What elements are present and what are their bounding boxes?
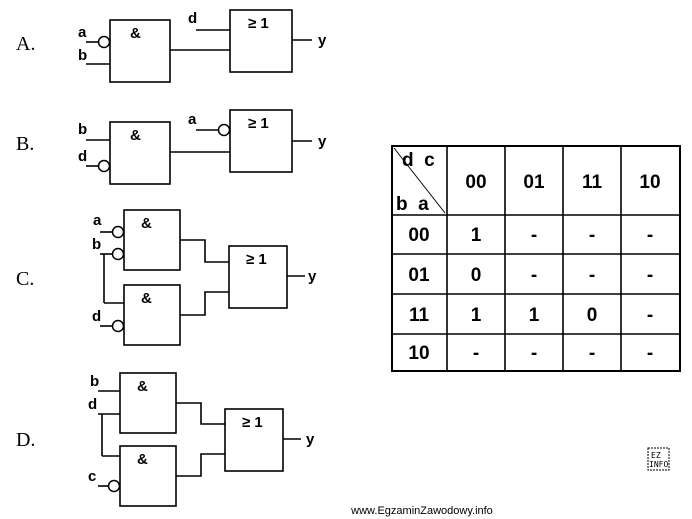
kmap-cell: -	[531, 343, 537, 364]
karnaugh-map: d c b a 00 01 11 10 00 01 11 10 1 - - - …	[391, 145, 681, 372]
option-b-input-a-negation	[217, 123, 231, 137]
option-a-or-symbol: ≥ 1	[248, 15, 269, 32]
kmap-cell: -	[647, 305, 653, 326]
option-c: C. & a b & d ≥ 1 y	[16, 209, 317, 346]
option-a-input-d-label: d	[188, 10, 197, 27]
option-a-output-label: y	[318, 32, 327, 49]
option-d-and-gate-top	[119, 372, 177, 434]
option-c-top-to-or-wire	[180, 239, 229, 263]
option-d-or-symbol: ≥ 1	[242, 414, 263, 431]
option-b-and-symbol: &	[130, 127, 141, 144]
logo-line2: INFO	[649, 460, 668, 469]
kmap-row-header: 11	[409, 305, 430, 326]
option-c-and-gate-bottom	[123, 284, 181, 346]
kmap-cell: -	[647, 343, 653, 364]
option-d-input-c-negation	[107, 479, 121, 493]
option-b-and-gate	[109, 121, 171, 185]
kmap-cell: -	[589, 343, 595, 364]
option-d-input-d-label: d	[88, 396, 97, 413]
option-c-input-a-label: a	[93, 212, 102, 229]
kmap-col-header: 00	[465, 172, 486, 193]
option-a-or-gate	[229, 9, 293, 73]
kmap-cell: -	[647, 225, 653, 246]
option-b-output-label: y	[318, 133, 327, 150]
kmap-col-header: 10	[639, 172, 660, 193]
option-b-input-d-negation	[97, 159, 111, 173]
kmap-cell: 0	[587, 305, 598, 326]
option-a-label: A.	[16, 33, 35, 55]
option-c-input-d-label: d	[92, 308, 101, 325]
option-c-or-gate	[228, 245, 288, 309]
watermark-url: www.EgzaminZawodowy.info	[350, 505, 493, 517]
option-d-and-bottom-symbol: &	[137, 451, 148, 468]
option-a-input-a-negation	[97, 35, 111, 49]
kmap-corner-top: d c	[402, 150, 435, 171]
option-c-and-bottom-symbol: &	[141, 290, 152, 307]
option-b-input-d-label: d	[78, 148, 87, 165]
kmap-row-header: 01	[408, 265, 430, 286]
option-b-input-b-label: b	[78, 121, 87, 138]
kmap-corner-bottom: b a	[396, 194, 429, 215]
option-a: A. & a b ≥ 1 d y	[16, 9, 327, 83]
option-d-and-top-symbol: &	[137, 378, 148, 395]
option-b-input-a-label: a	[188, 111, 197, 128]
option-d-bottom-to-or-wire	[176, 453, 225, 477]
option-d-top-to-or-wire	[176, 402, 225, 425]
option-c-bottom-to-or-wire	[180, 291, 229, 316]
option-a-input-a-label: a	[78, 24, 87, 41]
option-c-input-d-negation	[111, 319, 125, 333]
option-b: B. & b d ≥ 1 a y	[16, 109, 327, 185]
option-c-input-b-negation	[111, 247, 125, 261]
option-d-and-gate-bottom	[119, 445, 177, 507]
option-b-or-symbol: ≥ 1	[248, 115, 269, 132]
option-c-input-a-negation	[111, 225, 125, 239]
option-d-input-c-label: c	[88, 468, 96, 485]
ez-info-logo: EZ INFO	[647, 447, 670, 471]
option-d-or-gate	[224, 408, 284, 472]
kmap-cell: 1	[529, 305, 540, 326]
kmap-cell: 1	[471, 305, 482, 326]
kmap-col-header: 11	[582, 172, 603, 193]
logo-frame	[647, 447, 670, 471]
kmap-cell: -	[531, 225, 537, 246]
kmap-cell: -	[473, 343, 479, 364]
option-a-and-gate	[109, 19, 171, 83]
option-d-input-b-label: b	[90, 373, 99, 390]
option-a-input-b-label: b	[78, 47, 87, 64]
option-c-or-symbol: ≥ 1	[246, 251, 267, 268]
option-d: D. & b d & c ≥ 1 y	[16, 372, 315, 507]
kmap-corner-diagonal	[393, 147, 446, 214]
option-b-label: B.	[16, 133, 34, 155]
option-c-and-top-symbol: &	[141, 215, 152, 232]
option-a-and-symbol: &	[130, 25, 141, 42]
kmap-cell: 0	[471, 265, 482, 286]
option-d-label: D.	[16, 429, 35, 451]
kmap-cell: -	[531, 265, 537, 286]
kmap-cell: -	[589, 225, 595, 246]
option-c-output-label: y	[308, 268, 317, 285]
option-d-output-label: y	[306, 431, 315, 448]
kmap-col-header: 01	[523, 172, 545, 193]
option-c-input-b-label: b	[92, 236, 101, 253]
option-c-and-gate-top	[123, 209, 181, 271]
kmap-cell: -	[647, 265, 653, 286]
kmap-row-header: 00	[408, 225, 429, 246]
kmap-row-header: 10	[408, 343, 429, 364]
option-c-label: C.	[16, 268, 34, 290]
kmap-cell: 1	[471, 225, 482, 246]
kmap-cell: -	[589, 265, 595, 286]
logo-line1: EZ	[651, 451, 661, 460]
